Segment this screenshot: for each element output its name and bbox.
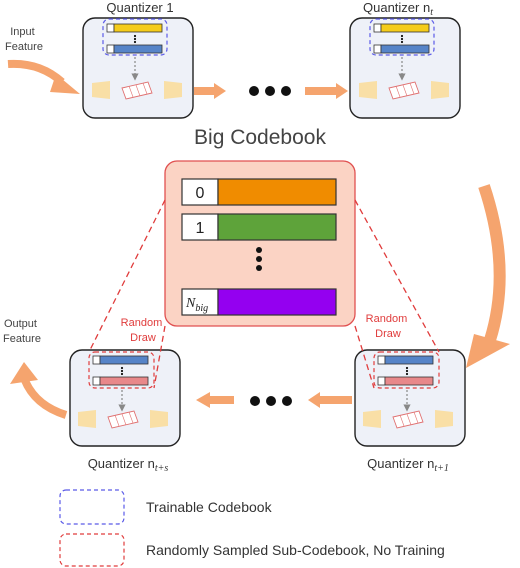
big-codebook-title: Big Codebook (194, 126, 326, 149)
codebook-row-n-index-box (181, 288, 219, 316)
ellipsis-top (249, 86, 291, 96)
random-draw-label-left: Random Draw (121, 317, 166, 344)
wrap-around-arrow (466, 184, 510, 368)
quantizer-nt1: Quantizer nt+1 (354, 349, 466, 474)
flow-arrow-left (308, 392, 352, 408)
legend-random-label: Randomly Sampled Sub-Codebook, No Traini… (146, 542, 445, 558)
codebook-row-1-vector (217, 213, 337, 241)
ellipsis-bottom (250, 396, 292, 406)
output-arrow (10, 362, 68, 419)
quantizer-nts: Quantizer nt+s (69, 349, 181, 474)
input-feature-label: Input Feature (5, 26, 43, 53)
codebook-ellipsis-dot (256, 256, 262, 262)
random-subcodebook-box (373, 351, 440, 389)
codebook-row-1-index-box (181, 213, 219, 241)
quantizer-nt: Quantizer nt (349, 0, 461, 119)
quantizer-nt1-label: Quantizer nt+1 (367, 456, 449, 474)
input-arrow (7, 59, 80, 94)
flow-arrow-right (194, 83, 226, 99)
quantizer-1: Quantizer 1 (82, 0, 194, 119)
codebook-row-0-index-box (181, 178, 219, 206)
legend-trainable-label: Trainable Codebook (146, 499, 273, 515)
codebook-row-n-label: Nbig (185, 296, 208, 314)
random-draw-label-right: Random Draw (366, 313, 411, 340)
flow-arrow-left (196, 392, 234, 408)
random-subcodebook-box (88, 351, 155, 389)
codebook-row-n-vector (217, 288, 337, 316)
random-draw-lines (88, 199, 440, 389)
quantizer-nt-label: Quantizer nt (363, 0, 433, 18)
codebook-row-0-label: 0 (196, 185, 205, 202)
trainable-codebook-box (102, 18, 168, 56)
flow-arrow-right (305, 83, 348, 99)
big-codebook: 0 1 Nbig (164, 160, 356, 327)
output-feature-label: Output Feature (3, 318, 41, 345)
codebook-ellipsis-dot (256, 247, 262, 253)
codebook-ellipsis-dot (256, 265, 262, 271)
legend-trainable-swatch (59, 489, 125, 525)
codebook-row-0-vector (217, 178, 337, 206)
quantizer-1-label: Quantizer 1 (106, 0, 173, 15)
quantizer-nts-label: Quantizer nt+s (88, 456, 169, 474)
legend: Trainable Codebook Randomly Sampled Sub-… (59, 489, 445, 567)
legend-random-swatch (59, 533, 125, 567)
codebook-row-1-label: 1 (196, 220, 205, 237)
trainable-codebook-box (369, 18, 435, 56)
